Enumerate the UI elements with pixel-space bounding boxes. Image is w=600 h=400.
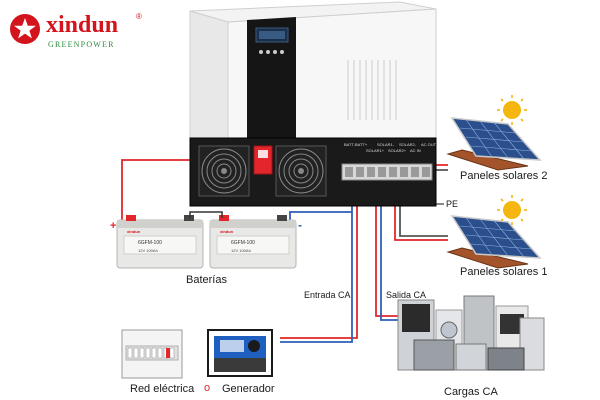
port-label-ac-out: AC OUT <box>421 142 437 147</box>
battery-1-brand: xindun <box>127 229 141 234</box>
inverter-button-2 <box>266 50 270 54</box>
ac-loads-appliances <box>397 295 545 371</box>
logo-wordmark: xindun <box>46 12 119 38</box>
port-label-batt-pos: BATT+ <box>355 142 368 147</box>
battery-2-brand: xindun <box>220 229 234 234</box>
battery-1-voltage: 12V 100Ah <box>138 248 158 253</box>
inverter-fan-right <box>275 145 327 197</box>
inverter-front-panel <box>189 10 229 139</box>
port-label-solar2-pos: SOLAR2+ <box>388 148 407 153</box>
port-label-ac-in: AC IN <box>410 148 421 153</box>
inverter-vent-slots <box>347 60 397 120</box>
grid-label: Red eléctrica <box>130 383 195 395</box>
port-label-solar1-neg: SOLAR1- <box>377 142 395 147</box>
batteries-label: Baterías <box>186 274 227 286</box>
generator-label: Generador <box>222 383 275 395</box>
battery-2 <box>209 215 297 269</box>
battery-1-model: 6GFM-100 <box>138 240 162 246</box>
grid-or-generator-separator: o <box>204 382 211 394</box>
sun-icon-1 <box>497 195 527 225</box>
inverter-button-4 <box>280 50 284 54</box>
pe-label: PE <box>446 199 459 209</box>
generator <box>207 329 273 377</box>
logo-registered-mark: ® <box>136 12 142 21</box>
inverter-button-1 <box>259 50 263 54</box>
inverter-fan-left <box>198 145 250 197</box>
ac-output-wire-live <box>375 178 398 317</box>
inverter-terminal-block <box>341 163 433 181</box>
ac-output-wire-neutral <box>380 178 398 321</box>
battery-1 <box>116 215 204 269</box>
battery-2-voltage: 12V 100Ah <box>231 248 251 253</box>
battery-plus-sign: + <box>110 220 117 232</box>
ac-input-wire-neutral <box>280 212 353 343</box>
ac-output-label: Salida CA <box>386 290 427 300</box>
brand-logo: xindun ® GREENPOWER <box>8 8 158 52</box>
solar-panels-1-label: Paneles solares 1 <box>460 266 548 278</box>
inverter <box>189 1 437 207</box>
battery-series-link <box>189 211 223 218</box>
inverter-button-3 <box>273 50 277 54</box>
port-label-solar1-pos: SOLAR1+ <box>366 148 385 153</box>
solar-panels-2 <box>446 117 542 171</box>
grid-distribution-box <box>121 329 183 379</box>
inverter-display-strip <box>247 17 296 138</box>
logo-tagline: GREENPOWER <box>48 40 115 49</box>
solar-panels-2-label: Paneles solares 2 <box>460 170 548 182</box>
ac-input-wire-live <box>280 178 358 339</box>
ac-loads-label: Cargas CA <box>444 386 498 398</box>
port-label-solar2-neg: SOLAR2- <box>399 142 417 147</box>
battery-2-model: 6GFM-100 <box>231 240 255 246</box>
battery-minus-sign: - <box>298 218 302 232</box>
logo-star-icon <box>10 14 40 44</box>
ac-input-label: Entrada CA <box>304 290 351 300</box>
port-label-batt-neg: BATT- <box>344 142 356 147</box>
sun-icon-2 <box>497 95 527 125</box>
solar-panels-1 <box>446 215 542 269</box>
